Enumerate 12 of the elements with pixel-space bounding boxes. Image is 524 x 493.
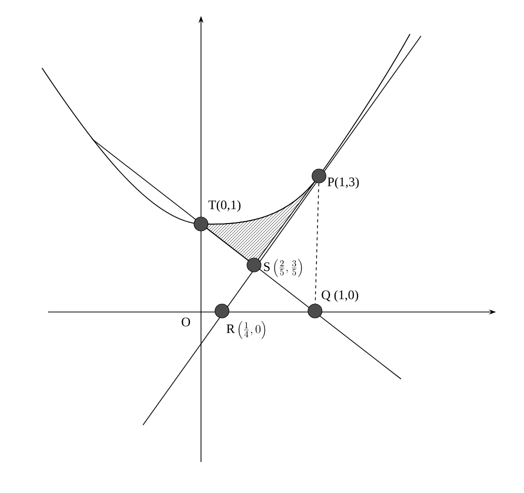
point-label: T(0,1)	[208, 200, 240, 212]
point-label: Q (1,0)	[322, 290, 358, 302]
point-dot	[312, 168, 326, 184]
point-label: $\mathrm{R}\left(\frac{1}{4},0\right)$	[226, 321, 266, 339]
point-dot	[246, 258, 262, 272]
origin-label: O	[182, 318, 190, 326]
dashed-line	[314, 182, 320, 304]
point-dot	[194, 216, 208, 232]
point-label: P(1,3)	[328, 177, 359, 189]
point-dot	[214, 304, 230, 318]
point-label: $\mathrm{S}\left(\frac{2}{5},\frac{3}{5}\right)$	[264, 259, 302, 277]
point-dot	[308, 304, 322, 318]
